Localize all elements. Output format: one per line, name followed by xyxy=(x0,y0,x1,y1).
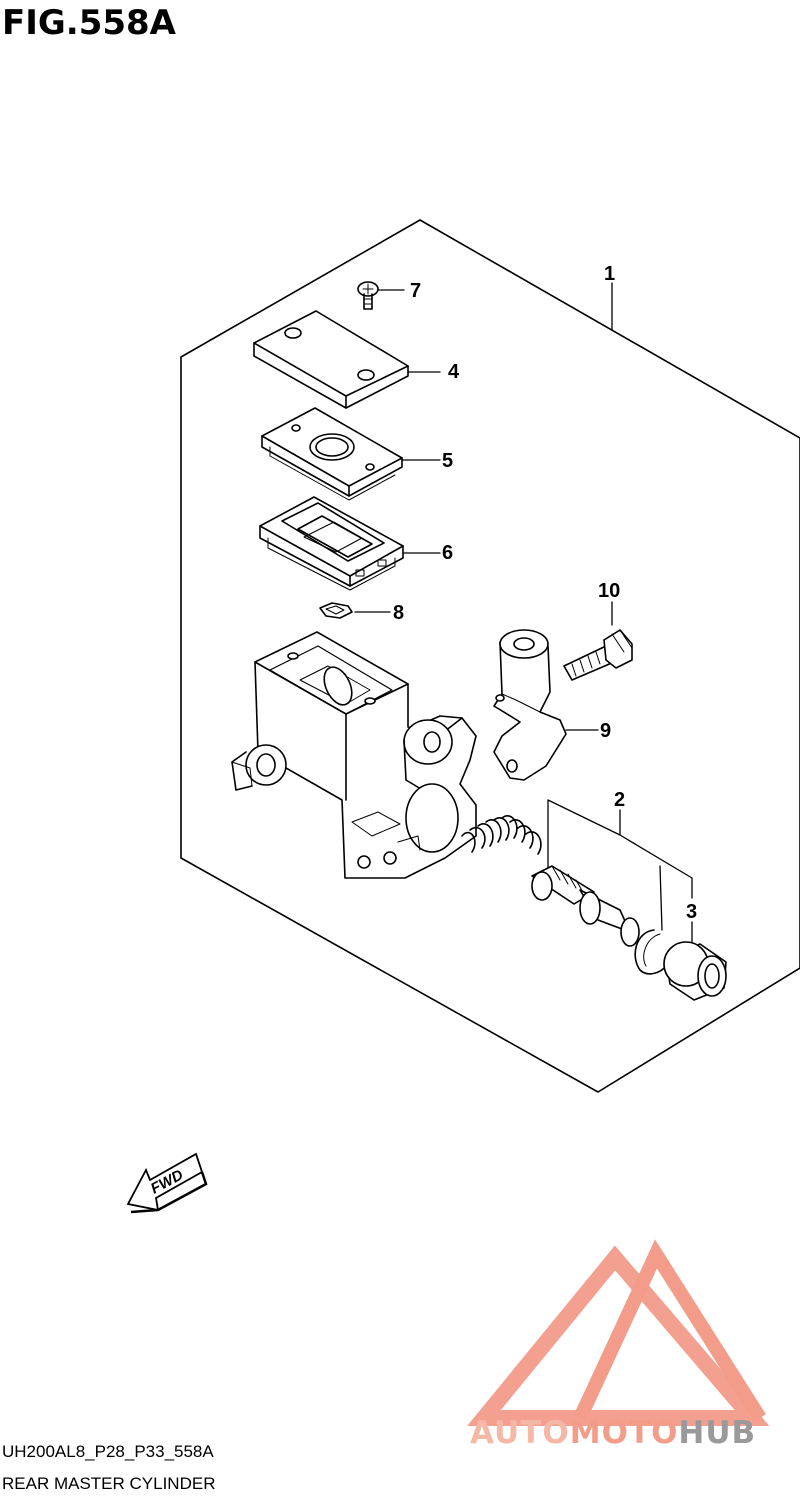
callout-9: 9 xyxy=(600,720,611,742)
fwd-arrow-icon xyxy=(126,1152,208,1214)
callout-6: 6 xyxy=(442,542,453,564)
callout-1: 1 xyxy=(604,263,615,285)
watermark-part-moto: MOTO xyxy=(569,1415,679,1451)
leader-lines xyxy=(354,282,693,946)
figure-title: FIG.558A xyxy=(2,3,176,43)
part-2-piston-set xyxy=(461,815,640,947)
part-7-screw xyxy=(357,281,379,310)
figure-name: REAR MASTER CYLINDER xyxy=(2,1474,216,1493)
watermark-logo-icon xyxy=(467,1239,770,1426)
part-10-bolt xyxy=(563,629,633,681)
part-5-plate xyxy=(261,407,403,501)
assembly-boundary xyxy=(180,219,800,1093)
part-9-holder xyxy=(493,629,567,781)
figure-code: UH200AL8_P28_P33_558A xyxy=(2,1442,214,1461)
watermark-text: AUTOMOTOHUB xyxy=(470,1413,756,1453)
callout-numbers: 1 2 3 4 5 6 7 8 9 10 xyxy=(393,263,697,923)
callout-7: 7 xyxy=(410,280,421,302)
callout-8: 8 xyxy=(393,602,404,624)
watermark-part-auto: AUTO xyxy=(470,1415,570,1451)
watermark-part-hub: HUB xyxy=(678,1415,757,1451)
callout-2: 2 xyxy=(614,789,625,811)
part-4-cap xyxy=(253,310,409,409)
part-3-seal-set xyxy=(634,929,727,1001)
part-6-diaphragm xyxy=(259,496,404,591)
callout-4: 4 xyxy=(448,361,460,383)
callout-10: 10 xyxy=(598,580,620,602)
master-cylinder-body xyxy=(231,631,477,879)
part-8-clip xyxy=(319,602,353,619)
callout-3: 3 xyxy=(686,901,697,923)
callout-5: 5 xyxy=(442,450,453,472)
